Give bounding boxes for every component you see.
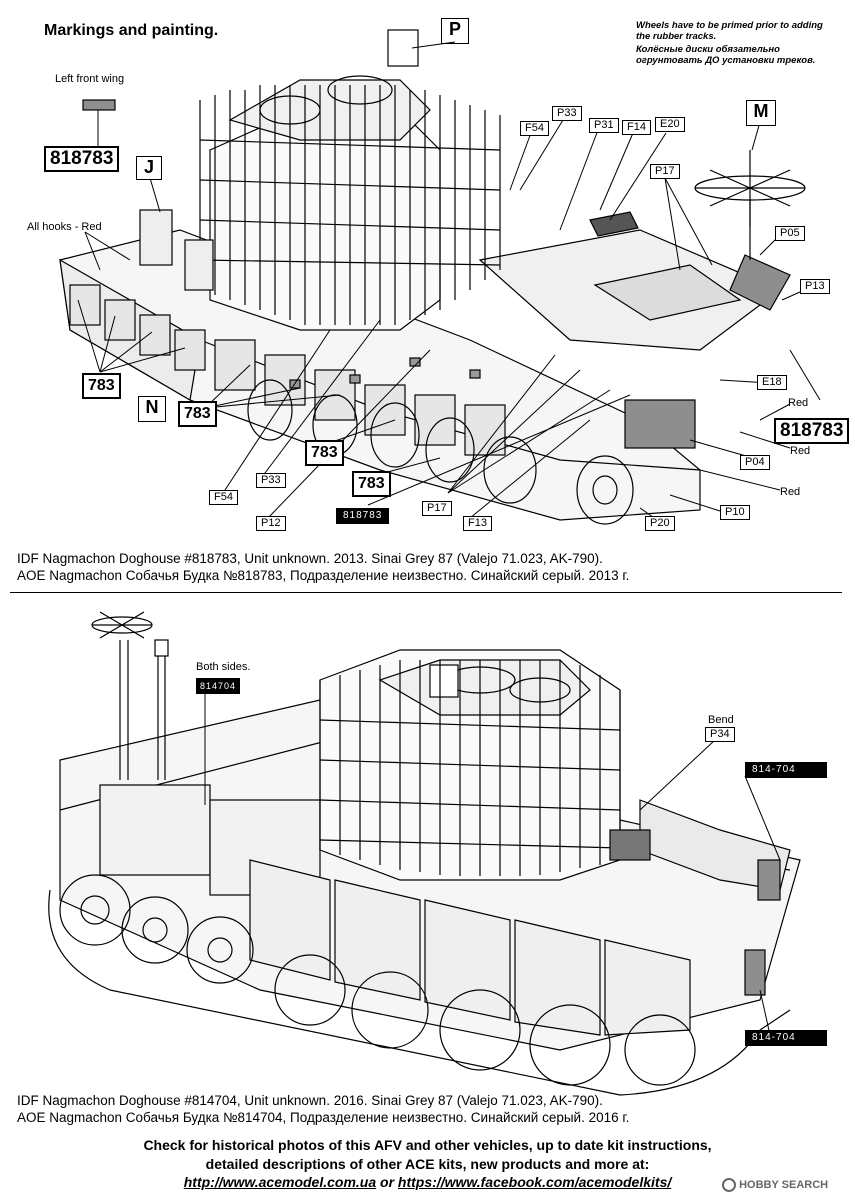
- callout-P05: P05: [775, 226, 805, 241]
- callout-E20: E20: [655, 117, 685, 132]
- wheel-note-en: Wheels have to be primed prior to adding…: [636, 20, 823, 42]
- footer-links: http://www.acemodel.com.ua or https://ww…: [0, 1173, 855, 1191]
- callout-818783-left: 818783: [44, 146, 120, 172]
- plate-818783: 818783: [336, 508, 390, 524]
- page-title: Markings and painting.: [44, 22, 219, 39]
- wheel-note-ru: Колёсные диски обязательно огрунтовать Д…: [636, 44, 816, 66]
- callout-F54-top: F54: [520, 121, 549, 136]
- caption-1-ru: AOE Nagmachon Собачья Будка №818783, Под…: [17, 568, 630, 583]
- both-sides-label: Both sides.: [196, 661, 251, 673]
- callout-P20: P20: [645, 516, 675, 531]
- section-divider: [10, 592, 842, 593]
- footer-line1: Check for historical photos of this AFV …: [143, 1137, 712, 1153]
- caption-2-en: IDF Nagmachon Doghouse #814704, Unit unk…: [17, 1093, 603, 1108]
- callout-N: N: [138, 396, 166, 422]
- plate-814704-right-bottom: 814-704: [745, 1030, 827, 1046]
- plate-814704-right-top: 814-704: [745, 762, 827, 778]
- callout-P33-top: P33: [552, 106, 582, 121]
- callout-P34: P34: [705, 727, 735, 742]
- callout-818783-right: 818783: [774, 418, 850, 444]
- callout-783-a: 783: [82, 373, 121, 399]
- caption-1-en: IDF Nagmachon Doghouse #818783, Unit unk…: [17, 551, 603, 566]
- callout-P17-bot: P17: [422, 501, 452, 516]
- footer-line2: detailed descriptions of other ACE kits,…: [205, 1156, 650, 1172]
- plate-814704-small: 814704: [196, 678, 241, 694]
- footer-or: or: [380, 1174, 395, 1190]
- acemodel-site-link[interactable]: http://www.acemodel.com.ua: [183, 1174, 377, 1190]
- callout-P12: P12: [256, 516, 286, 531]
- red-label-3: Red: [780, 486, 801, 498]
- callout-F54-bot: F54: [209, 490, 238, 505]
- hobby-search-logo-icon: [722, 1178, 736, 1192]
- callout-E18: E18: [757, 375, 787, 390]
- bend-label: Bend: [708, 714, 734, 726]
- callout-P10: P10: [720, 505, 750, 520]
- callout-783-d: 783: [352, 471, 391, 497]
- callout-783-b: 783: [178, 401, 217, 427]
- callout-783-c: 783: [305, 440, 344, 466]
- callout-P17-top: P17: [650, 164, 680, 179]
- callout-F14: F14: [622, 120, 651, 135]
- red-label-1: Red: [788, 397, 809, 409]
- callout-M: M: [746, 100, 776, 126]
- callout-P33-bot: P33: [256, 473, 286, 488]
- facebook-link[interactable]: https://www.facebook.com/acemodelkits/: [397, 1174, 672, 1190]
- red-label-2: Red: [790, 445, 811, 457]
- callout-J: J: [136, 156, 162, 180]
- hooks-label: All hooks - Red: [27, 221, 102, 233]
- wing-label: Left front wing: [55, 73, 125, 85]
- callout-P13: P13: [800, 279, 830, 294]
- callout-P31: P31: [589, 118, 619, 133]
- hobby-search-watermark: HOBBY SEARCH: [722, 1178, 828, 1192]
- callout-P04: P04: [740, 455, 770, 470]
- caption-2-ru: AOE Nagmachon Собачья Будка №814704, Под…: [17, 1110, 630, 1125]
- callout-F13: F13: [463, 516, 492, 531]
- callout-P: P: [441, 18, 469, 44]
